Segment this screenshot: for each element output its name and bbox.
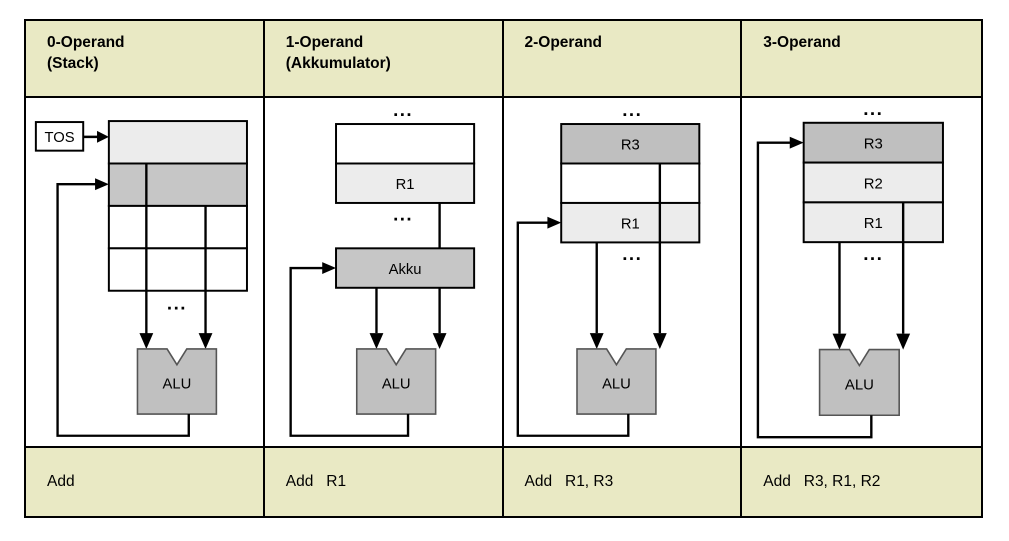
instruction-label-2-operand: Add R1, R3 xyxy=(524,473,614,490)
regfile-ellipsis-top: ... xyxy=(393,99,413,120)
register-label-r3: R3 xyxy=(864,136,883,153)
alu-feedback-path xyxy=(289,266,409,437)
instruction-cell-1-operand: Add R1 xyxy=(264,448,504,516)
alu-feedback-path xyxy=(516,221,629,437)
r2-to-alu-arrow-head-icon xyxy=(896,333,911,350)
alu-label: ALU xyxy=(163,376,192,392)
header-cell-0-operand: 0-Operand (Stack) xyxy=(26,21,265,96)
register-cell-r1 xyxy=(559,201,700,244)
alu-feedback-arrow-head-icon xyxy=(546,216,561,229)
register-cell-r1 xyxy=(802,201,945,244)
alu-feedback-path xyxy=(56,183,190,437)
instruction-cell-0-operand: Add xyxy=(26,448,265,516)
diagram-cell-3-operand: ... R3 R2 R1 ... xyxy=(742,98,981,446)
register-label-r2: R2 xyxy=(864,175,883,192)
instruction-label-1-operand: Add R1 xyxy=(285,473,347,490)
regfile-ellipsis-bottom: ... xyxy=(622,243,642,264)
table-diagram-row: TOS ... ALU xyxy=(26,98,981,446)
diagram-cell-1-operand: ... R1 ... Akku xyxy=(265,98,504,446)
table-header-row: 0-Operand (Stack) 1-Operand (Akkumulator… xyxy=(26,21,981,98)
stack-ellipsis: ... xyxy=(167,292,187,313)
register-label-r1: R1 xyxy=(395,177,414,193)
accumulator-box xyxy=(334,247,475,289)
regfile-ellipsis-top: ... xyxy=(863,99,883,120)
three-operand-machine-diagram: ... R3 R2 R1 ... xyxy=(756,99,945,439)
r3-to-alu-arrow-head-icon xyxy=(652,333,667,349)
register-cell-empty xyxy=(559,162,700,204)
stack-cell-tos xyxy=(107,120,248,165)
r1-to-alu-arrow-head-icon xyxy=(589,333,604,349)
header-cell-2-operand: 2-Operand xyxy=(503,21,743,96)
stack-alu-arrow-head-left-icon xyxy=(139,333,154,349)
table-instruction-row: Add Add R1 Add R1, R3 Add R3, R1, R2 xyxy=(26,446,981,516)
stack-cell-third xyxy=(107,204,248,250)
stack-cell-second xyxy=(107,162,248,207)
tos-pointer-label: TOS xyxy=(44,130,74,146)
regfile-ellipsis-bottom: ... xyxy=(393,204,413,225)
stack-machine-diagram: TOS ... ALU xyxy=(34,120,248,437)
diagram-cell-2-operand: ... R3 R1 ... xyxy=(504,98,743,446)
header-cell-3-operand: 3-Operand xyxy=(742,21,981,96)
register-cell-empty xyxy=(334,123,475,165)
alu-feedback-arrow-head-icon xyxy=(95,178,109,191)
alu-feedback-arrow-head-icon xyxy=(790,136,804,149)
alu-shape xyxy=(136,348,218,415)
header-label-3-operand: 3-Operand xyxy=(763,34,841,51)
register-cell-r1 xyxy=(334,162,475,204)
operand-comparison-table: 0-Operand (Stack) 1-Operand (Akkumulator… xyxy=(24,19,983,518)
alu-feedback-arrow-head-icon xyxy=(321,262,336,274)
instruction-cell-3-operand: Add R3, R1, R2 xyxy=(742,448,981,516)
instruction-label-3-operand: Add R3, R1, R2 xyxy=(763,473,881,490)
register-label-r1: R1 xyxy=(864,215,883,232)
header-cell-1-operand: 1-Operand (Akkumulator) xyxy=(264,21,504,96)
register-label-r3: R3 xyxy=(620,138,639,154)
instruction-cell-2-operand: Add R1, R3 xyxy=(503,448,743,516)
alu-label: ALU xyxy=(602,376,631,392)
alu-label: ALU xyxy=(845,376,874,393)
tos-arrow-head-icon xyxy=(97,130,109,143)
register-label-r1: R1 xyxy=(620,217,639,233)
alu-feedback-path xyxy=(756,141,873,439)
regfile-ellipsis-bottom: ... xyxy=(863,244,883,265)
stack-alu-arrow-head-right-icon xyxy=(198,333,213,349)
accumulator-machine-diagram: ... R1 ... Akku xyxy=(289,99,475,437)
regfile-ellipsis-top: ... xyxy=(622,99,642,120)
diagram-cell-0-operand: TOS ... ALU xyxy=(26,98,265,446)
alu-shape xyxy=(355,348,437,415)
alu-label: ALU xyxy=(382,376,411,392)
alu-shape xyxy=(575,348,657,415)
two-operand-machine-diagram: ... R3 R1 ... xyxy=(516,99,700,437)
register-to-alu-arrow-head-icon xyxy=(432,333,447,349)
instruction-label-0-operand: Add xyxy=(47,473,75,490)
register-cell-r2 xyxy=(802,161,945,204)
accumulator-label: Akku xyxy=(388,262,421,278)
alu-shape xyxy=(819,348,901,417)
accumulator-to-alu-arrow-head-icon xyxy=(369,333,384,349)
header-label-0-operand: 0-Operand (Stack) xyxy=(47,34,125,72)
stack-cell-fourth xyxy=(107,247,248,292)
header-label-2-operand: 2-Operand xyxy=(524,34,603,51)
header-label-1-operand: 1-Operand (Akkumulator) xyxy=(285,34,391,72)
r1-to-alu-arrow-head-icon xyxy=(832,333,847,350)
